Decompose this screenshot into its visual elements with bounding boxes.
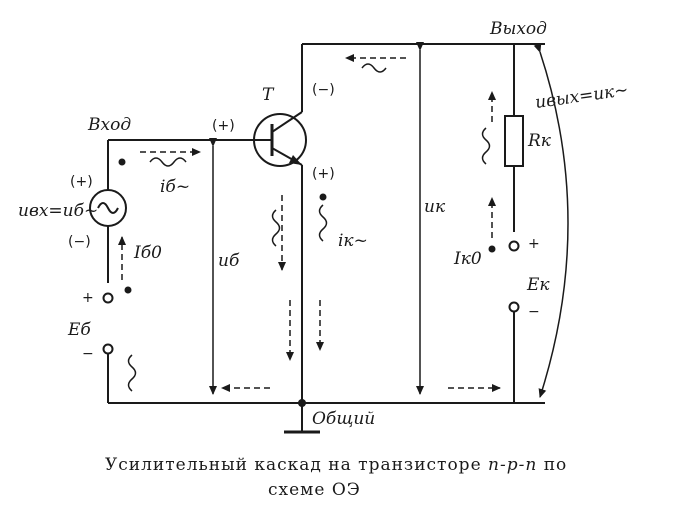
i-k0-label: Iк0 [453,249,482,269]
caption-text-a: Усилительный каскад на транзисторе [105,455,489,475]
current-arrows [118,54,501,392]
transistor-symbol [253,111,307,167]
input-label: Вход [87,115,131,135]
e-k-label: Eк [526,275,550,295]
eb-minus-sign: − [82,346,94,362]
ik-dot [319,193,327,201]
output-label: Выход [489,19,547,39]
source-plus-polarity: (+) [70,174,93,190]
voltage-arrows [209,42,569,398]
u-b-label: uб [218,251,240,271]
ac-source-symbol [89,189,127,227]
input-dot [118,158,126,166]
eb-plus-sign: + [82,290,94,306]
caption-transistor-type: n-p-n [488,455,538,475]
i-k-label: iк~ [338,231,368,251]
ac-current-waves [127,63,491,392]
common-node [298,399,306,407]
ek-plus-sign: + [528,236,540,252]
e-b-label: Eб [67,320,91,340]
i-b0-label: Iб0 [133,243,162,263]
emitter-polarity: (+) [312,166,335,182]
caption-line-1: Усилительный каскад на транзисторе n-p-n… [105,455,645,475]
u-out-label: uвых=uк~ [534,80,630,113]
i-b-label: iб~ [160,177,190,197]
r-k-label: Rк [527,131,552,151]
ik0-dot [488,245,496,253]
caption-line-2: схеме ОЭ [268,480,361,500]
transistor-label: T [262,85,275,105]
common-label: Общий [312,409,375,429]
resistor-symbol [504,115,524,167]
terminals [102,240,520,355]
base-polarity: (+) [212,118,235,134]
ek-minus-sign: − [528,304,540,320]
collector-polarity: (−) [312,82,335,98]
u-in-label: uвх=uб~ [18,201,98,221]
ib0-dot [124,286,132,294]
source-minus-polarity: (−) [68,234,91,250]
wiring [107,43,545,434]
u-k-label: uк [424,197,446,217]
caption-text-b: по [537,455,568,475]
